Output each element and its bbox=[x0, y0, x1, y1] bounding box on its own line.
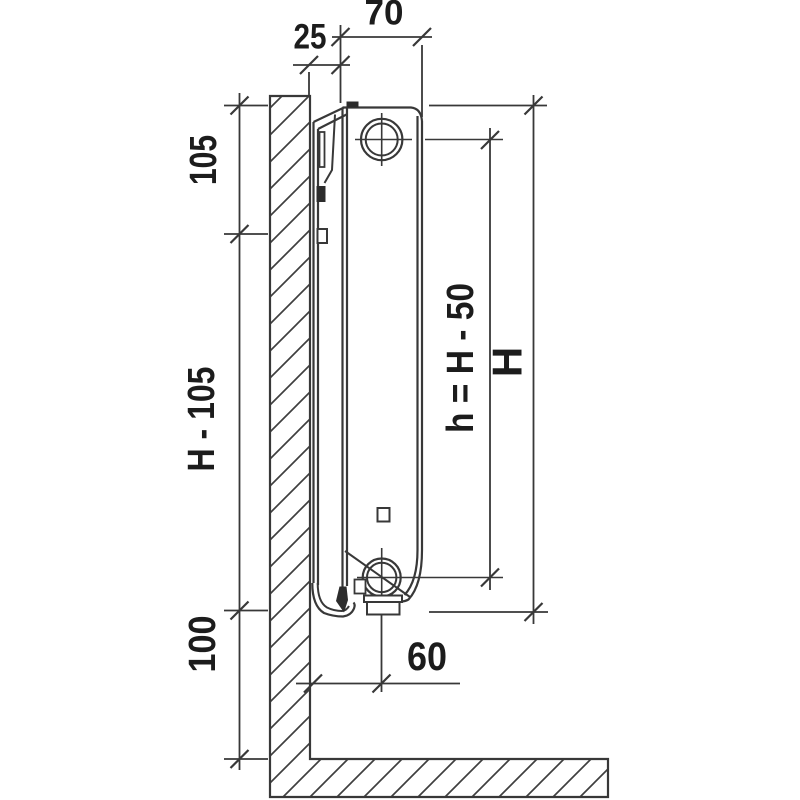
pipe-stub bbox=[353, 578, 367, 595]
label-h-H-50: h = H - 50 bbox=[440, 283, 482, 433]
dimension-h bbox=[357, 128, 503, 590]
label-70: 70 bbox=[365, 0, 404, 33]
radiator-front-panel bbox=[341, 107, 349, 587]
label-60: 60 bbox=[407, 635, 447, 679]
mid-square-detail bbox=[376, 507, 391, 523]
dimensions bbox=[224, 25, 548, 770]
label-100: 100 bbox=[182, 616, 224, 673]
left-dim-ticks bbox=[229, 95, 250, 769]
dimension-H bbox=[429, 95, 548, 624]
dimension-25 bbox=[293, 55, 351, 96]
bracket-front-profile bbox=[323, 114, 336, 184]
top-hanger-tab bbox=[346, 101, 359, 108]
radiator bbox=[311, 101, 424, 618]
panel-bottom-tip bbox=[336, 586, 348, 613]
hook-inner bbox=[316, 582, 350, 613]
top-pipe-connection bbox=[355, 113, 412, 166]
bracket-arm bbox=[313, 106, 348, 130]
dimension-60 bbox=[296, 615, 460, 694]
radiator-right-edge-inner bbox=[403, 116, 419, 596]
radiator-rear-panel bbox=[312, 122, 320, 585]
left-ext-lines bbox=[224, 104, 268, 760]
label-25: 25 bbox=[294, 18, 327, 57]
dim25-ticks bbox=[299, 55, 351, 75]
wall-and-floor-section bbox=[268, 94, 610, 799]
label-H-105: H - 105 bbox=[181, 367, 223, 472]
bracket-clamp-block bbox=[316, 186, 326, 202]
wall-floor-hatched-area bbox=[268, 94, 610, 799]
dimH-ext bbox=[429, 104, 548, 613]
wall-bracket-top bbox=[313, 106, 348, 244]
radiator-top-edge bbox=[342, 106, 424, 122]
bracket-lower-hole bbox=[316, 228, 328, 244]
radiator-right-edge bbox=[400, 121, 424, 603]
dimh-ext bbox=[357, 138, 503, 579]
dimension-left-chain bbox=[224, 93, 268, 770]
hook-outer bbox=[311, 582, 356, 618]
top-pipe-crosshair bbox=[355, 113, 412, 166]
bottom-panel-diagonal bbox=[344, 550, 411, 598]
dimension-labels: 70 25 105 H - 105 100 h = H - 50 H 60 bbox=[181, 0, 531, 679]
bracket-slot bbox=[318, 131, 326, 168]
label-H: H bbox=[484, 347, 531, 377]
valve-body bbox=[366, 601, 401, 616]
wall-bracket-bottom-hook bbox=[311, 582, 356, 618]
label-105: 105 bbox=[183, 135, 225, 185]
